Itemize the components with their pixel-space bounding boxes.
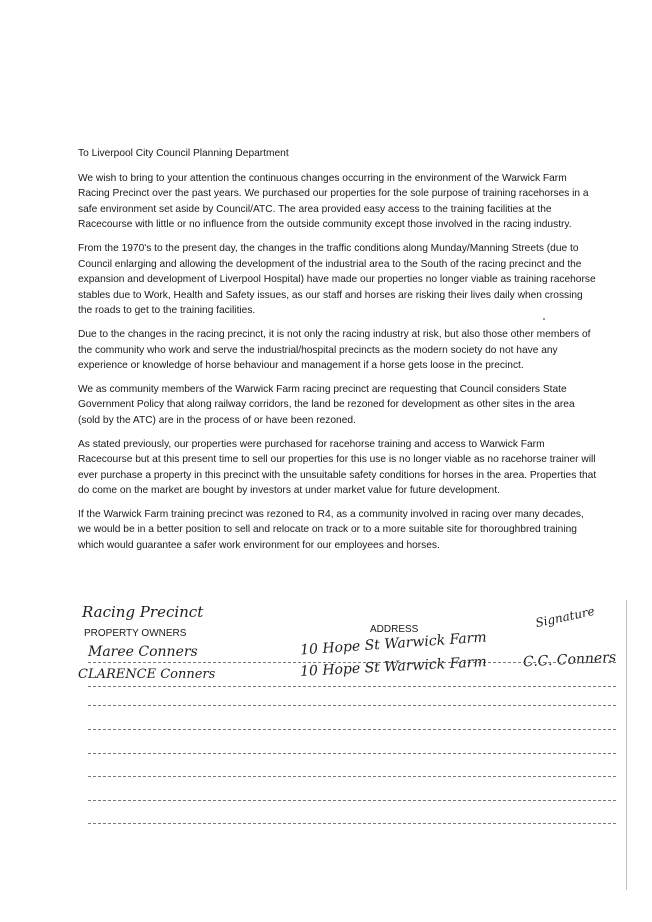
owner-name-1: Maree Conners xyxy=(88,644,198,660)
paragraph-1: We wish to bring to your attention the c… xyxy=(78,172,589,231)
owner-address-2: 10 Hope St Warwick Farm xyxy=(299,654,488,680)
signature-line xyxy=(88,662,616,663)
address-label: ADDRESS xyxy=(370,624,419,635)
scan-speck xyxy=(543,318,545,320)
owner-signature-1: C.C. Conners xyxy=(522,649,617,671)
signature-line xyxy=(88,686,616,687)
property-owners-label: PROPERTY OWNERS xyxy=(84,628,187,639)
blank-signature-line xyxy=(88,823,616,824)
paragraph-3: Due to the changes in the racing precinc… xyxy=(78,328,591,372)
blank-signature-line xyxy=(88,705,616,706)
signature-label: Signature xyxy=(534,603,596,631)
owner-name-2: CLARENCE Conners xyxy=(78,667,216,682)
blank-signature-line xyxy=(88,729,616,730)
scan-edge-line xyxy=(626,600,627,890)
paragraph-6: If the Warwick Farm training precinct wa… xyxy=(78,508,584,552)
blank-signature-line xyxy=(88,800,616,801)
paragraph-2: From the 1970's to the present day, the … xyxy=(78,242,596,317)
paragraph-4: We as community members of the Warwick F… xyxy=(78,383,575,426)
paragraph-5: As stated previously, our properties wer… xyxy=(78,438,597,497)
letter-heading: To Liverpool City Council Planning Depar… xyxy=(78,148,289,159)
letter-body: To Liverpool City Council Planning Depar… xyxy=(78,146,598,562)
handwritten-title: Racing Precinct xyxy=(82,603,204,621)
blank-signature-line xyxy=(88,776,616,777)
blank-signature-line xyxy=(88,753,616,754)
